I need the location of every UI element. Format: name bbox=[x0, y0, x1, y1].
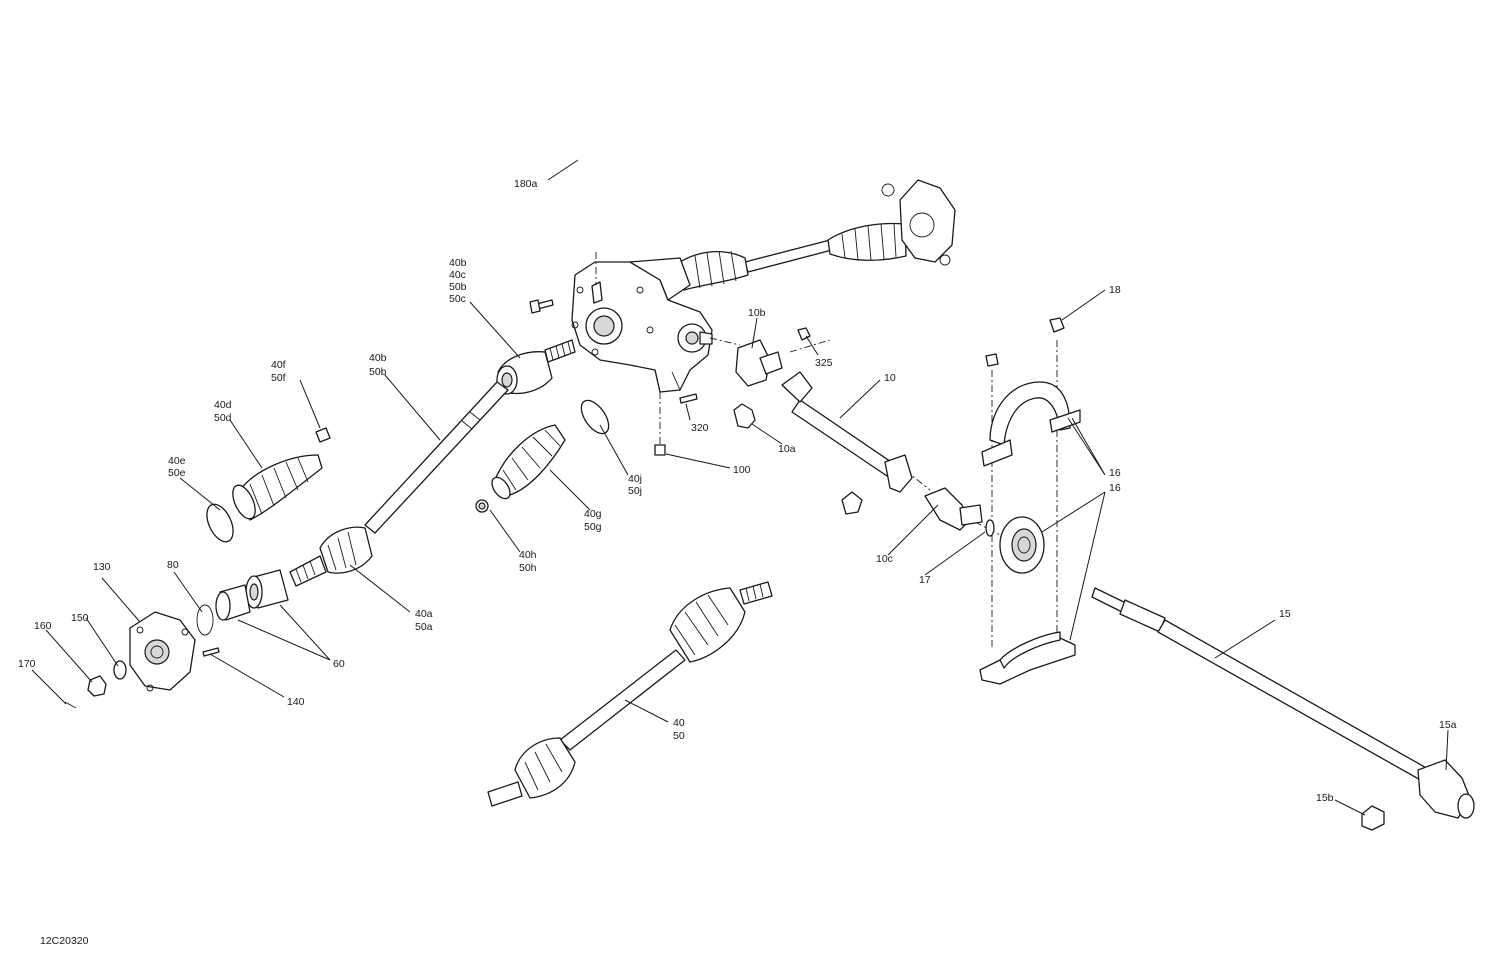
callout-170: 170 bbox=[18, 658, 36, 670]
callout-10: 10 bbox=[884, 372, 896, 384]
callout-160: 160 bbox=[34, 620, 52, 632]
bolt-140 bbox=[202, 647, 220, 657]
front-differential bbox=[571, 257, 713, 393]
bolt-18 bbox=[1049, 317, 1065, 333]
circlip-80 bbox=[196, 604, 214, 636]
left-driveshaft bbox=[289, 339, 576, 587]
spacer-17 bbox=[985, 519, 995, 537]
bolt-near-differential bbox=[529, 299, 554, 314]
bolt-100 bbox=[654, 444, 666, 456]
lower-driveshaft-40 bbox=[487, 581, 773, 807]
clamp-40f bbox=[315, 427, 331, 443]
callout-50c: 50c bbox=[449, 293, 466, 305]
propeller-shaft-10 bbox=[781, 371, 913, 493]
cv-boot-40d bbox=[232, 454, 323, 521]
callout-10b: 10b bbox=[748, 307, 766, 319]
callout-50g: 50g bbox=[584, 521, 602, 533]
callout-50h: 50h bbox=[519, 562, 537, 574]
callout-40a: 40a bbox=[415, 608, 433, 620]
clamp-40j bbox=[580, 399, 610, 435]
yoke-10c bbox=[924, 487, 983, 531]
wheel-hub-130 bbox=[129, 611, 196, 692]
callout-10c: 10c bbox=[876, 553, 893, 565]
callout-40j: 40j bbox=[628, 473, 642, 485]
nut-160 bbox=[87, 675, 107, 697]
cross-10-small bbox=[841, 491, 863, 515]
rear-propeller-shaft-15 bbox=[1091, 587, 1475, 819]
center-bearing-16 bbox=[999, 516, 1045, 574]
callout-325: 325 bbox=[815, 357, 833, 369]
callout-40c: 40c bbox=[449, 269, 466, 281]
callout-18: 18 bbox=[1109, 284, 1121, 296]
drawing-id: 12C20320 bbox=[40, 935, 89, 947]
callout-80: 80 bbox=[167, 559, 179, 571]
bolt-320 bbox=[679, 393, 698, 404]
callout-50j: 50j bbox=[628, 485, 642, 497]
callout-50a: 50a bbox=[415, 621, 433, 633]
yoke-10b bbox=[735, 339, 783, 387]
callout-10a: 10a bbox=[778, 443, 796, 455]
callout-180a: 180a bbox=[514, 178, 538, 190]
callout-16-bracket: 16 bbox=[1109, 467, 1121, 479]
bearing-60 bbox=[215, 569, 289, 621]
upper-right-axle bbox=[679, 179, 956, 291]
callout-150: 150 bbox=[71, 612, 89, 624]
cotter-pin-170 bbox=[64, 701, 77, 709]
cross-15b bbox=[1361, 805, 1385, 831]
callout-15: 15 bbox=[1279, 608, 1291, 620]
centerline-shaft bbox=[709, 337, 831, 353]
callout-40g: 40g bbox=[584, 508, 602, 520]
callout-50f: 50f bbox=[271, 372, 286, 384]
callout-15b: 15b bbox=[1316, 792, 1334, 804]
callout-60: 60 bbox=[333, 658, 345, 670]
callout-40f: 40f bbox=[271, 359, 286, 371]
bolt-18-left bbox=[985, 353, 999, 367]
callout-40b: 40b bbox=[449, 257, 467, 269]
callout-100: 100 bbox=[733, 464, 751, 476]
callout-320: 320 bbox=[691, 422, 709, 434]
callout-40e: 40e bbox=[168, 455, 186, 467]
callout-50e: 50e bbox=[168, 467, 186, 479]
callout-40b-shaft: 40b bbox=[369, 352, 387, 364]
bearing-bracket-lower-16 bbox=[979, 631, 1076, 685]
leader-lines bbox=[31, 159, 1449, 816]
cross-10a bbox=[733, 403, 756, 429]
callout-15a: 15a bbox=[1439, 719, 1457, 731]
callout-50-lower: 50 bbox=[673, 730, 685, 742]
clamp-40e bbox=[206, 503, 234, 543]
callout-16-bearing: 16 bbox=[1109, 482, 1121, 494]
bolt-325 bbox=[797, 327, 811, 341]
callout-130: 130 bbox=[93, 561, 111, 573]
callout-labels: 180a 40b 40c 50b 50c 40b 50b 40f 50f 40d… bbox=[18, 178, 1457, 947]
cv-boot-40g bbox=[491, 424, 566, 500]
callout-40h: 40h bbox=[519, 549, 537, 561]
vent-hose-180a bbox=[542, 42, 598, 251]
clamp-40h bbox=[475, 499, 489, 513]
callout-140: 140 bbox=[287, 696, 305, 708]
washer-150 bbox=[113, 660, 127, 680]
callout-50b: 50b bbox=[449, 281, 467, 293]
callout-50d: 50d bbox=[214, 412, 232, 424]
callout-40-lower: 40 bbox=[673, 717, 685, 729]
callout-50b-shaft: 50b bbox=[369, 366, 387, 378]
callout-17: 17 bbox=[919, 574, 931, 586]
bearing-bracket-upper-16 bbox=[981, 381, 1081, 467]
callout-40d: 40d bbox=[214, 399, 232, 411]
